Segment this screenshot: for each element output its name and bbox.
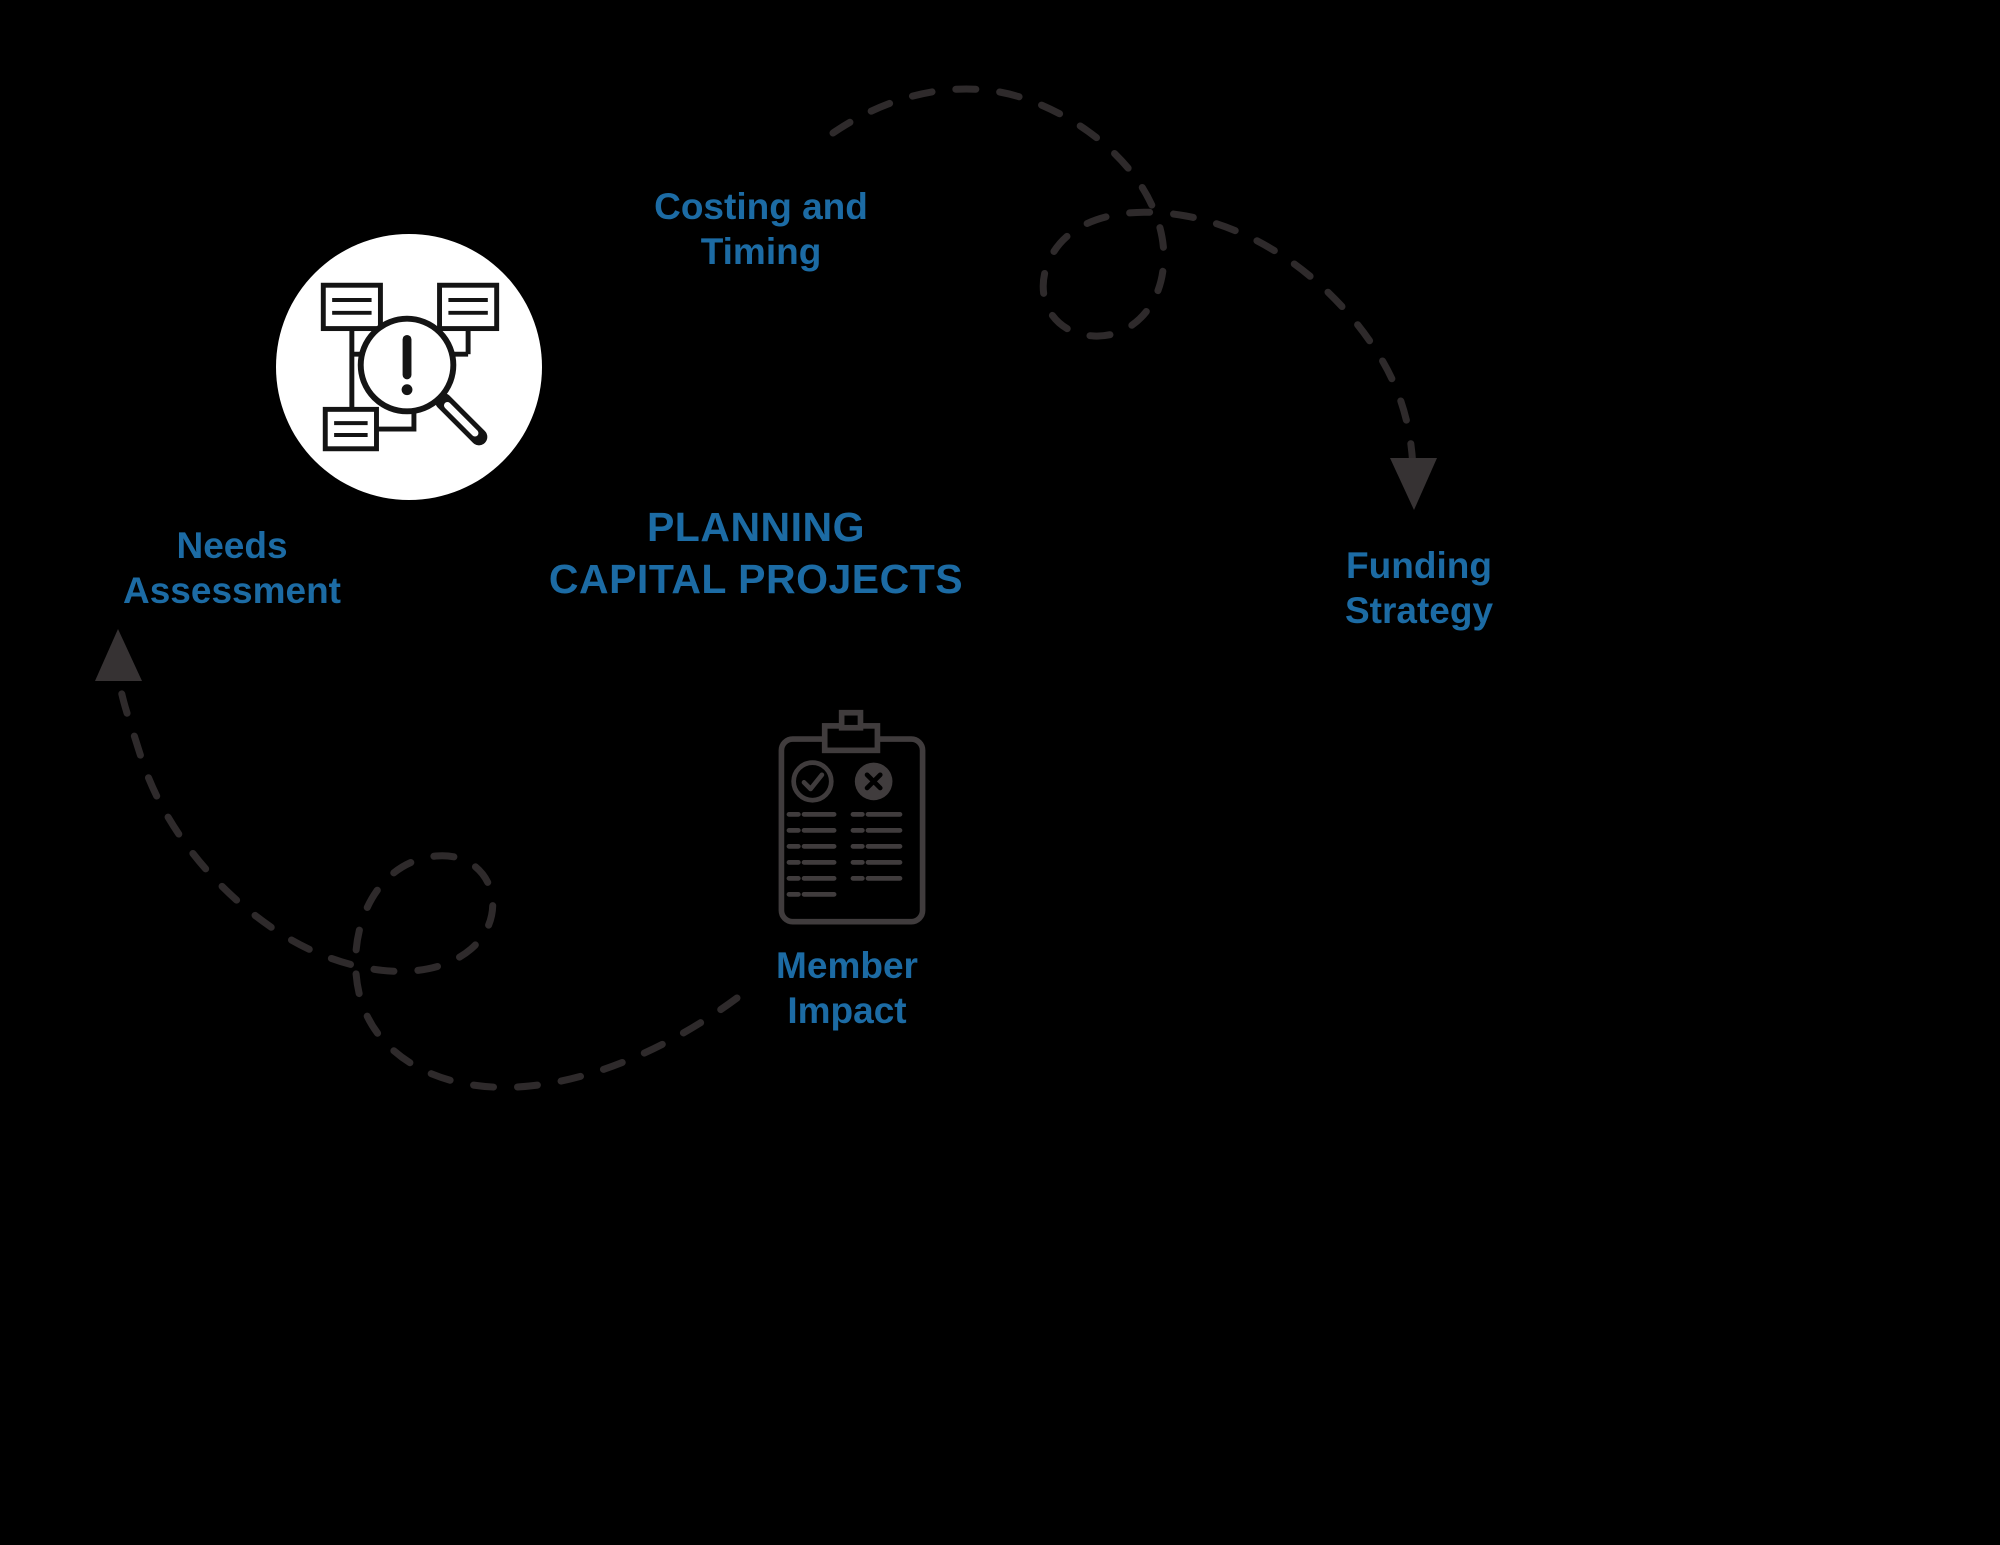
label-needs-assessment: Needs Assessment <box>57 523 407 613</box>
label-line: Impact <box>787 990 907 1031</box>
title-line-2: CAPITAL PROJECTS <box>548 556 964 602</box>
flowchart-magnifier-alert-icon <box>320 282 500 452</box>
member-impact-icon <box>772 704 932 936</box>
arrowhead-down-icon <box>1390 458 1437 510</box>
arrowhead-up-icon <box>95 629 142 681</box>
label-line: Costing and <box>654 186 868 227</box>
title-line-1: PLANNING <box>646 504 866 550</box>
label-line: Funding <box>1346 545 1492 586</box>
label-line: Needs <box>176 525 288 566</box>
label-costing-and-timing: Costing and Timing <box>586 184 936 274</box>
label-line: Timing <box>700 231 822 272</box>
flowchart-node-text-lines <box>332 298 488 437</box>
clipboard-checklist-icon <box>778 709 926 925</box>
dashed-arc-member-to-needs <box>117 686 741 1091</box>
magnifier-alert <box>357 315 457 415</box>
label-line: Member <box>776 945 918 986</box>
x-circle-icon <box>854 762 893 801</box>
label-line: Assessment <box>122 570 341 611</box>
label-line: Strategy <box>1344 590 1494 631</box>
flowchart-nodes <box>320 282 500 452</box>
check-circle-icon <box>791 760 834 803</box>
label-funding-strategy: Funding Strategy <box>1244 543 1594 633</box>
magnifier-handle <box>435 393 488 446</box>
label-member-impact: Member Impact <box>672 943 1022 1033</box>
needs-assessment-icon <box>276 234 542 500</box>
dashed-arc-costing-to-funding <box>829 85 1417 474</box>
diagram-title: PLANNING CAPITAL PROJECTS <box>506 501 1006 605</box>
checklist-lines <box>786 811 903 897</box>
clipboard-body <box>778 709 926 925</box>
